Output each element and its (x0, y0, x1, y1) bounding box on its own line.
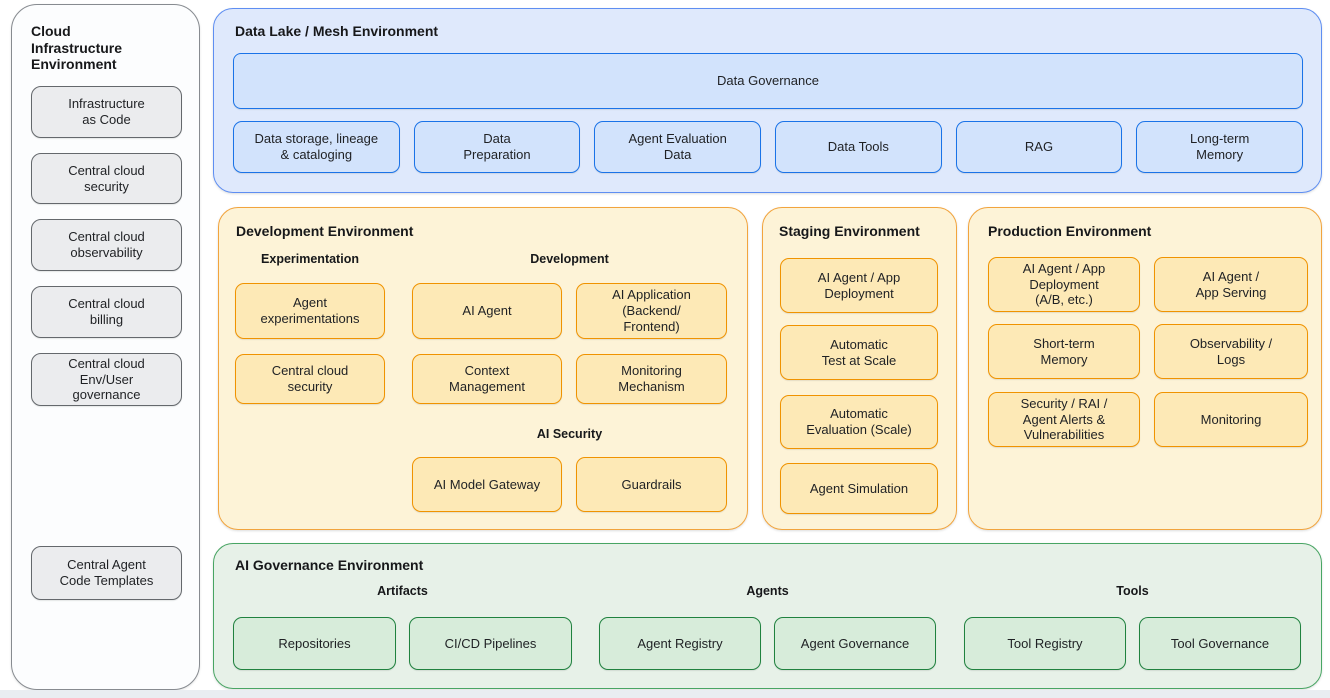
ai-application-backend-frontend-box: AI Application (Backend/ Frontend) (576, 283, 727, 339)
ai-agent-app-serving-box: AI Agent / App Serving (1154, 257, 1308, 312)
tool-registry-box: Tool Registry (964, 617, 1126, 670)
ai-governance-environment: AI Governance Environment Artifacts Repo… (213, 543, 1322, 689)
security-rai-agent-alerts-vulnerabilities-box: Security / RAI / Agent Alerts & Vulnerab… (988, 392, 1140, 447)
development-environment-title: Development Environment (236, 223, 414, 239)
data-lake-box-row: Data storage, lineage & cataloging Data … (233, 121, 1303, 173)
central-agent-code-templates-box: Central Agent Code Templates (31, 546, 182, 600)
automatic-test-at-scale-box: Automatic Test at Scale (780, 325, 938, 380)
agent-simulation-box: Agent Simulation (780, 463, 938, 514)
short-term-memory-box: Short-term Memory (988, 324, 1140, 379)
development-heading: Development (530, 252, 609, 266)
data-lake-mesh-environment: Data Lake / Mesh Environment Data Govern… (213, 8, 1322, 193)
guardrails-box: Guardrails (576, 457, 727, 512)
central-cloud-security-box: Central cloud security (31, 153, 182, 204)
staging-environment-title: Staging Environment (779, 223, 920, 239)
artifacts-group: Artifacts Repositories CI/CD Pipelines (233, 544, 572, 688)
agents-box-row: Agent Registry Agent Governance (599, 617, 936, 670)
ai-governance-environment-title: AI Governance Environment (235, 557, 424, 573)
agents-heading: Agents (746, 584, 789, 598)
cloud-infrastructure-environment-panel: Cloud Infrastructure Environment Infrast… (11, 4, 200, 690)
central-cloud-env-user-governance-box: Central cloud Env/User governance (31, 353, 182, 406)
ai-model-gateway-box: AI Model Gateway (412, 457, 562, 512)
staging-ai-agent-app-deployment-box: AI Agent / App Deployment (780, 258, 938, 313)
observability-logs-box: Observability / Logs (1154, 324, 1308, 379)
dev-central-cloud-security-box: Central cloud security (235, 354, 385, 404)
rag-box: RAG (955, 121, 1123, 173)
cloud-infrastructure-environment-title: Cloud Infrastructure Environment (31, 23, 123, 73)
bottom-edge-strip (0, 690, 1330, 698)
ai-agent-box: AI Agent (412, 283, 562, 339)
agent-governance-box: Agent Governance (774, 617, 936, 670)
central-cloud-billing-box: Central cloud billing (31, 286, 182, 338)
automatic-evaluation-scale-box: Automatic Evaluation (Scale) (780, 395, 938, 449)
development-environment: Development Environment Experimentation … (218, 207, 748, 530)
experimentation-heading: Experimentation (261, 252, 359, 266)
artifacts-heading: Artifacts (377, 584, 428, 598)
tool-governance-box: Tool Governance (1139, 617, 1301, 670)
monitoring-box: Monitoring (1154, 392, 1308, 447)
central-cloud-observability-box: Central cloud observability (31, 219, 182, 271)
ai-security-heading: AI Security (536, 427, 603, 441)
production-environment-title: Production Environment (988, 223, 1152, 239)
agents-group: Agents Agent Registry Agent Governance (599, 544, 936, 688)
production-environment: Production Environment AI Agent / App De… (968, 207, 1322, 530)
cicd-pipelines-box: CI/CD Pipelines (409, 617, 572, 670)
repositories-box: Repositories (233, 617, 396, 670)
data-preparation-box: Data Preparation (413, 121, 581, 173)
agent-evaluation-data-box: Agent Evaluation Data (594, 121, 761, 173)
tools-group: Tools Tool Registry Tool Governance (964, 544, 1301, 688)
data-tools-box: Data Tools (775, 121, 942, 173)
data-storage-lineage-cataloging-box: Data storage, lineage & cataloging (233, 121, 400, 173)
tools-box-row: Tool Registry Tool Governance (964, 617, 1301, 670)
long-term-memory-box: Long-term Memory (1136, 121, 1303, 173)
artifacts-box-row: Repositories CI/CD Pipelines (233, 617, 572, 670)
agent-registry-box: Agent Registry (599, 617, 761, 670)
staging-environment: Staging Environment AI Agent / App Deplo… (762, 207, 957, 530)
agent-experimentations-box: Agent experimentations (235, 283, 385, 339)
context-management-box: Context Management (412, 354, 562, 404)
prod-ai-agent-app-deployment-ab-box: AI Agent / App Deployment (A/B, etc.) (988, 257, 1140, 312)
monitoring-mechanism-box: Monitoring Mechanism (576, 354, 727, 404)
data-governance-bar: Data Governance (233, 53, 1303, 109)
tools-heading: Tools (1116, 584, 1149, 598)
infrastructure-as-code-box: Infrastructure as Code (31, 86, 182, 138)
data-lake-mesh-environment-title: Data Lake / Mesh Environment (235, 23, 439, 39)
